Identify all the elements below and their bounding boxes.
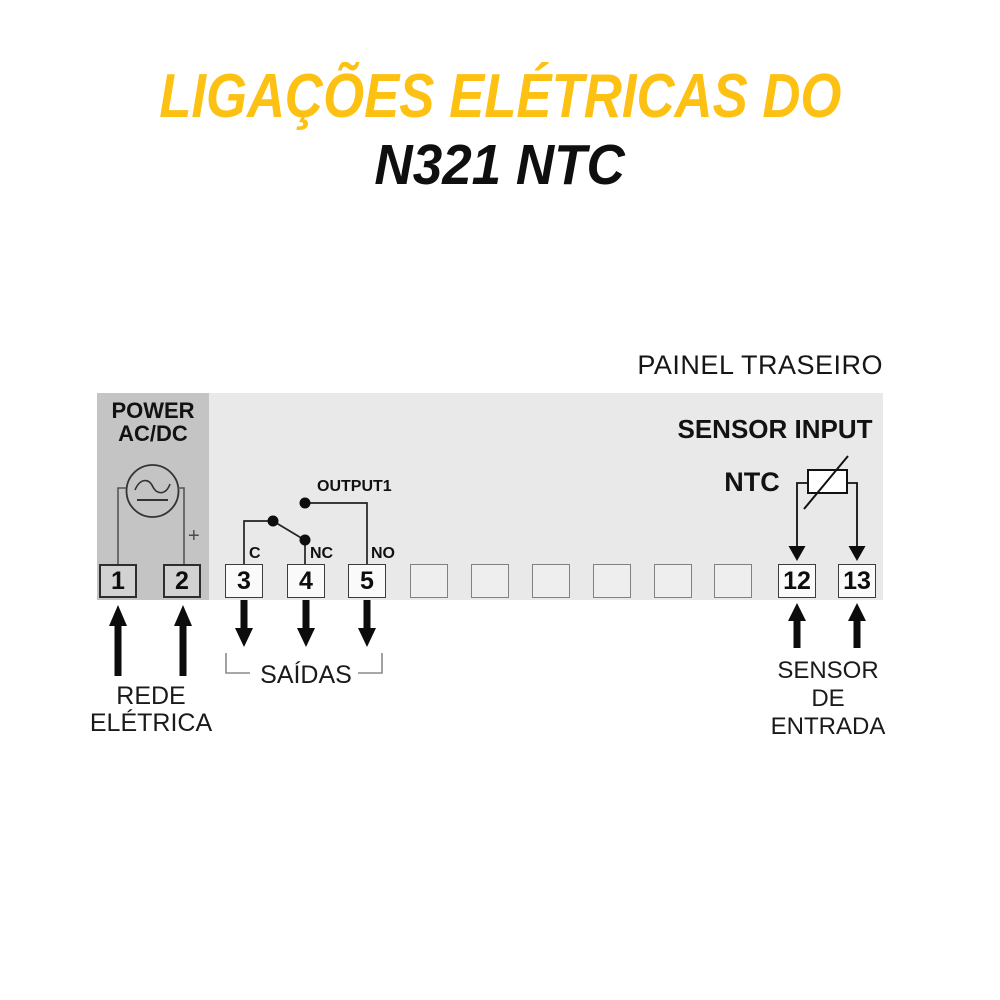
contact-nc-label: NC <box>310 545 334 562</box>
contact-c-label: C <box>249 545 261 562</box>
mains-label-line2: ELÉTRICA <box>89 709 213 737</box>
page-subtitle: N321 NTC <box>0 133 1000 197</box>
mains-label-line1: REDE <box>116 682 186 710</box>
power-label-line1: POWER <box>111 398 195 423</box>
terminal-7 <box>471 564 509 598</box>
mains-arrows <box>109 605 192 676</box>
page-title-text: LIGAÇÕES ELÉTRICAS DO <box>158 62 842 131</box>
input-sensor-label-line1: SENSOR <box>777 657 879 684</box>
polarity-plus-label: + <box>188 525 200 547</box>
ntc-label: NTC <box>724 467 780 497</box>
terminal-1: 1 <box>99 564 137 598</box>
terminal-8 <box>532 564 570 598</box>
terminal-13: 13 <box>838 564 876 598</box>
output1-label: OUTPUT1 <box>317 478 392 495</box>
terminal-9 <box>593 564 631 598</box>
terminal-6 <box>410 564 448 598</box>
contact-no-label: NO <box>371 545 395 562</box>
mains-label: REDE ELÉTRICA <box>75 683 227 737</box>
terminal-3: 3 <box>225 564 263 598</box>
terminal-11 <box>714 564 752 598</box>
terminal-4: 4 <box>287 564 325 598</box>
page-subtitle-text: N321 NTC <box>374 133 626 197</box>
terminal-2: 2 <box>163 564 201 598</box>
rear-panel-label: PAINEL TRASEIRO <box>637 350 883 380</box>
input-sensor-label: SENSOR DE ENTRADA <box>753 657 903 741</box>
terminal-12: 12 <box>778 564 816 598</box>
output-arrows <box>235 600 376 647</box>
power-label: POWER AC/DC <box>97 399 209 445</box>
page-title: LIGAÇÕES ELÉTRICAS DO <box>0 64 1000 129</box>
terminal-10 <box>654 564 692 598</box>
power-label-line2: AC/DC <box>118 421 188 446</box>
input-sensor-label-line2: DE <box>811 685 845 712</box>
sensor-input-label: SENSOR INPUT <box>677 414 873 444</box>
terminal-5: 5 <box>348 564 386 598</box>
outputs-label: SAÍDAS <box>260 661 352 689</box>
sensor-arrows <box>788 603 866 648</box>
input-sensor-label-line3: ENTRADA <box>770 713 886 740</box>
